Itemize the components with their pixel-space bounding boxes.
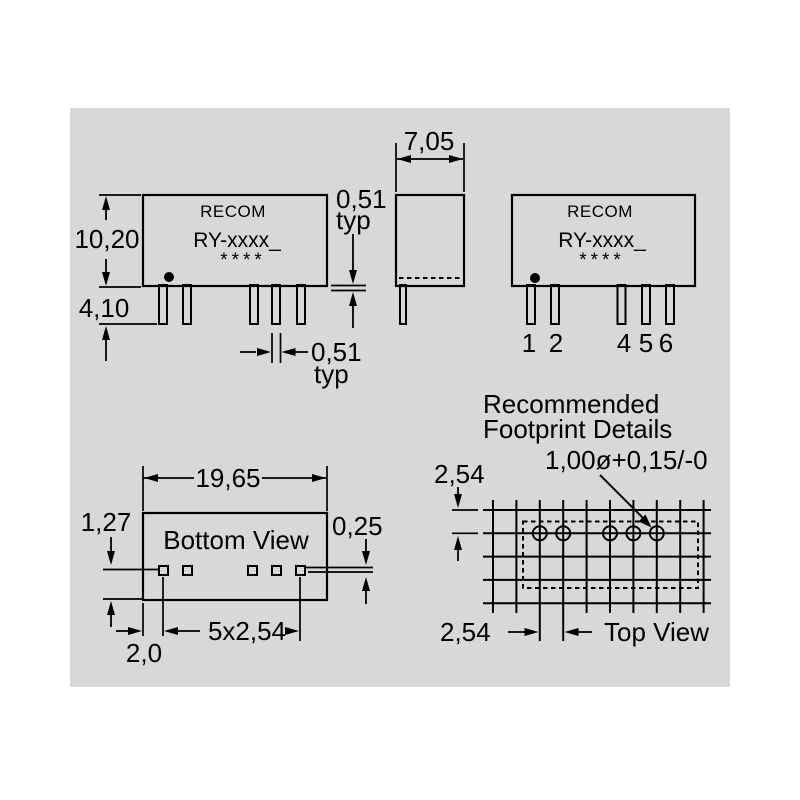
package-outline-dashed — [522, 520, 699, 589]
arrowhead-down — [107, 551, 115, 565]
dim-pin-thickness: 0,25 — [332, 511, 383, 604]
arrowhead-down — [362, 551, 370, 565]
arrowhead-down — [102, 272, 110, 286]
dim-body-depth-label: 7,05 — [404, 126, 455, 156]
arrowhead-left — [397, 155, 411, 163]
dim-pin1-edge-offset-label: 2,0 — [126, 638, 162, 668]
front-view-left: RECOM RY-xxxx_ **** — [141, 193, 329, 325]
pin-number-2: 2 — [549, 328, 563, 358]
pin1-indicator-dot — [530, 273, 540, 283]
dim-body-width-label: 19,65 — [195, 463, 260, 493]
arrowhead-down — [454, 494, 462, 508]
brand-label: RECOM — [567, 202, 633, 221]
pin — [550, 284, 560, 325]
drawing-panel-background — [70, 108, 730, 687]
arrowhead-up — [107, 601, 115, 615]
pin-pad — [295, 565, 306, 576]
dim-pin-row-offset: 1,27 — [81, 507, 132, 627]
pin-number-5: 5 — [639, 328, 653, 358]
pin-pad — [182, 565, 193, 576]
dim-lead-thickness-qualifier: typ — [336, 205, 371, 235]
dim-pin-length-label: 4,10 — [79, 293, 130, 323]
dim-lead-thickness-label: 0,51 — [336, 184, 387, 214]
model-label: RY-xxxx_ — [193, 229, 281, 252]
arrowhead-left — [164, 627, 178, 635]
package-body — [510, 193, 697, 288]
package-body-bottom — [141, 511, 329, 602]
arrowhead-right — [285, 627, 299, 635]
dim-lead-width-label: 0,51 — [311, 337, 362, 367]
pin — [271, 284, 281, 325]
hole-spec-label: 1,00ø+0,15/-0 — [545, 445, 708, 475]
top-view-caption: Top View — [604, 617, 709, 647]
mounting-hole — [602, 525, 618, 542]
dim-body-height-label: 10,20 — [74, 224, 139, 254]
package-body-side — [394, 193, 466, 288]
dim-pin-pitch: 5x2,54 2,0 — [116, 577, 301, 668]
pin — [616, 284, 627, 325]
marking-label: **** — [220, 250, 266, 271]
package-body — [141, 193, 329, 288]
dim-lead-width-qualifier: typ — [314, 359, 349, 389]
pin-number-1: 1 — [522, 328, 536, 358]
pin-number-6: 6 — [659, 328, 673, 358]
dim-row-offset-label: 2,54 — [434, 459, 485, 489]
pin — [526, 284, 536, 325]
pin — [399, 284, 407, 325]
arrowhead-left — [281, 348, 296, 356]
arrowhead-right — [312, 474, 326, 482]
bottom-view: 19,65 Bottom View — [103, 463, 373, 602]
arrowhead-down — [349, 270, 357, 284]
footprint-title-line2: Footprint Details — [483, 414, 672, 444]
arrowhead-right — [257, 348, 271, 356]
bottom-view-caption: Bottom View — [163, 525, 309, 555]
dim-pin-pitch-label: 5x2,54 — [208, 616, 286, 646]
dim-lead-thickness: 0,51 typ — [331, 184, 387, 328]
pin-pad — [247, 565, 258, 576]
arrowhead-up — [362, 577, 370, 591]
mounting-hole — [555, 525, 572, 542]
side-view — [394, 193, 466, 325]
dim-pin-thickness-label: 0,25 — [332, 511, 383, 541]
arrowhead-left — [564, 628, 579, 636]
pin — [158, 284, 168, 325]
pin — [296, 284, 306, 325]
arrowhead-up — [454, 536, 462, 550]
pin — [182, 284, 192, 325]
dim-pitch-label: 2,54 — [440, 617, 491, 647]
model-label: RY-xxxx_ — [558, 229, 646, 252]
arrowhead-up — [349, 292, 357, 306]
dim-body-depth: 7,05 — [395, 126, 465, 192]
brand-label: RECOM — [200, 202, 266, 221]
pin — [665, 284, 675, 325]
dim-pin-row-offset-label: 1,27 — [81, 507, 132, 537]
pin — [249, 284, 259, 325]
leader-line — [599, 474, 647, 522]
front-view-right: RECOM RY-xxxx_ **** 1 2 4 5 6 — [510, 193, 697, 358]
pin1-indicator-dot — [164, 272, 174, 282]
mounting-hole — [648, 525, 665, 542]
footprint-detail: Recommended Footprint Details 1,00ø+0,15… — [434, 389, 711, 647]
arrowhead-left — [144, 474, 158, 482]
dim-pin-length: 4,10 — [79, 293, 157, 361]
pin-pad — [271, 565, 282, 576]
mounting-hole — [531, 525, 548, 542]
arrowhead-up — [102, 196, 110, 210]
mounting-hole — [625, 525, 642, 542]
arrowhead-right — [524, 628, 539, 636]
dim-body-height: 10,20 — [74, 194, 141, 288]
marking-label: **** — [579, 250, 625, 271]
dim-lead-width: 0,51 typ — [240, 333, 362, 389]
arrowhead-right — [128, 627, 142, 635]
arrowhead-right — [449, 155, 463, 163]
pin-number-4: 4 — [617, 328, 631, 358]
footprint-title-line1: Recommended — [483, 389, 659, 419]
pin — [641, 284, 651, 325]
arrowhead-up — [102, 326, 110, 340]
pin-pad — [158, 565, 169, 576]
